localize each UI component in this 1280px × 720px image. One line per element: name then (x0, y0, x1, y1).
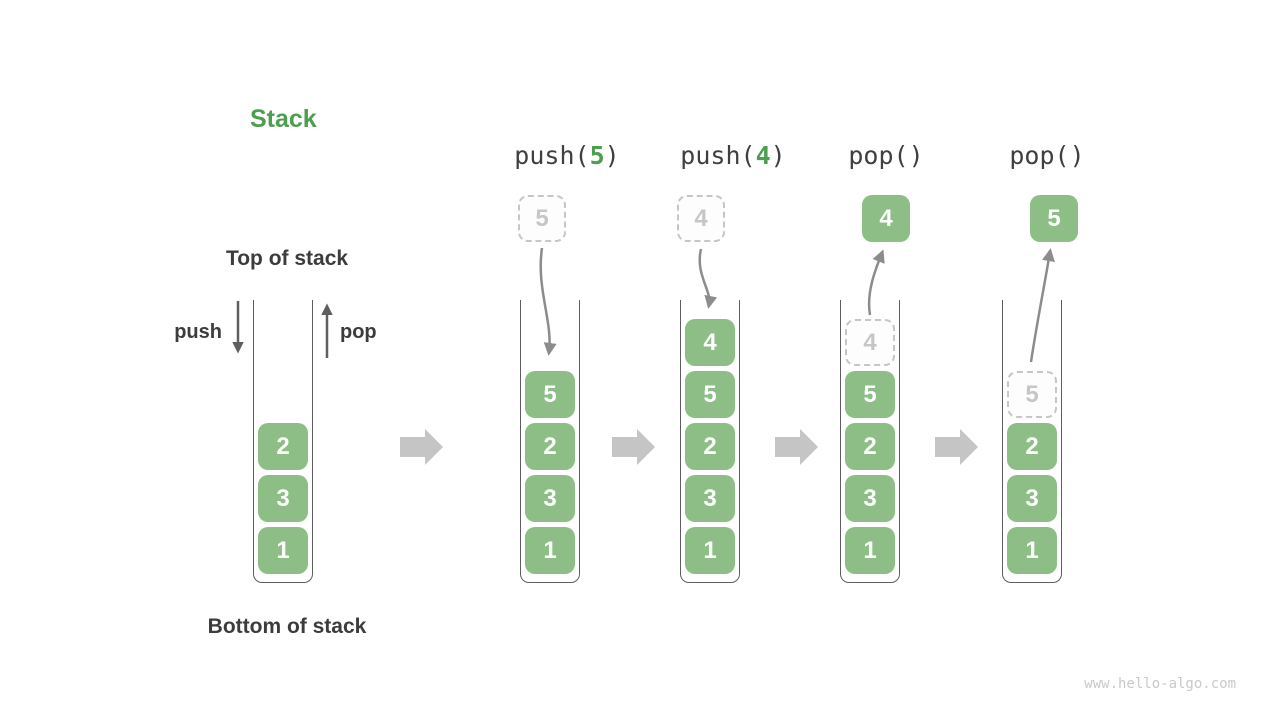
step-arrow-icon (935, 429, 978, 465)
stack-item-ghost: 4 (845, 319, 895, 366)
watermark: www.hello-algo.com (1084, 676, 1236, 692)
stack-item: 2 (525, 423, 575, 470)
stack-item: 3 (258, 475, 308, 522)
stack-item: 2 (1007, 423, 1057, 470)
stack-item: 5 (685, 371, 735, 418)
op-text: push( (514, 141, 590, 170)
op-text: ) (604, 141, 620, 170)
op-header-pop-2: pop() (937, 141, 1157, 170)
pop-label: pop (340, 321, 377, 343)
stack-item: 5 (525, 371, 575, 418)
step-arrow-icon (775, 429, 818, 465)
popped-box-4: 4 (862, 195, 910, 242)
push-4-curve-arrow-icon (698, 248, 718, 309)
stack-container-initial: 2 3 1 (253, 300, 313, 583)
popped-box-5: 5 (1030, 195, 1078, 242)
stack-container-after-push-5: 5 2 3 1 (520, 300, 580, 583)
op-arg: 5 (589, 141, 605, 170)
stack-item: 1 (1007, 527, 1057, 574)
op-text: push( (680, 141, 756, 170)
op-text: pop() (848, 141, 924, 170)
stack-container-after-pop-5: 5 2 3 1 (1002, 300, 1062, 583)
top-of-stack-label: Top of stack (225, 247, 349, 270)
stack-item: 1 (685, 527, 735, 574)
push-label: push (174, 321, 222, 343)
op-header-pop-1: pop() (776, 141, 996, 170)
stack-item: 5 (845, 371, 895, 418)
op-text: pop() (1009, 141, 1085, 170)
stack-item: 3 (685, 475, 735, 522)
stack-item: 2 (845, 423, 895, 470)
pending-push-box-4: 4 (677, 195, 725, 242)
op-header-push-5: push(5) (457, 141, 677, 170)
op-text: ) (770, 141, 786, 170)
stack-container-after-pop-4: 4 5 2 3 1 (840, 300, 900, 583)
bottom-of-stack-label: Bottom of stack (207, 615, 367, 638)
op-arg: 4 (755, 141, 771, 170)
step-arrow-icon (400, 429, 443, 465)
stack-item: 1 (258, 527, 308, 574)
pending-push-box-5: 5 (518, 195, 566, 242)
stack-item: 4 (685, 319, 735, 366)
stack-item: 2 (258, 423, 308, 470)
stack-item: 3 (525, 475, 575, 522)
op-header-push-4: push(4) (623, 141, 843, 170)
step-arrow-icon (612, 429, 655, 465)
diagram-title: Stack (250, 105, 317, 133)
stack-item: 1 (525, 527, 575, 574)
stack-item: 2 (685, 423, 735, 470)
stack-item: 3 (845, 475, 895, 522)
stack-item: 1 (845, 527, 895, 574)
stack-item-ghost: 5 (1007, 371, 1057, 418)
stack-container-after-push-4: 4 5 2 3 1 (680, 300, 740, 583)
stack-item: 3 (1007, 475, 1057, 522)
